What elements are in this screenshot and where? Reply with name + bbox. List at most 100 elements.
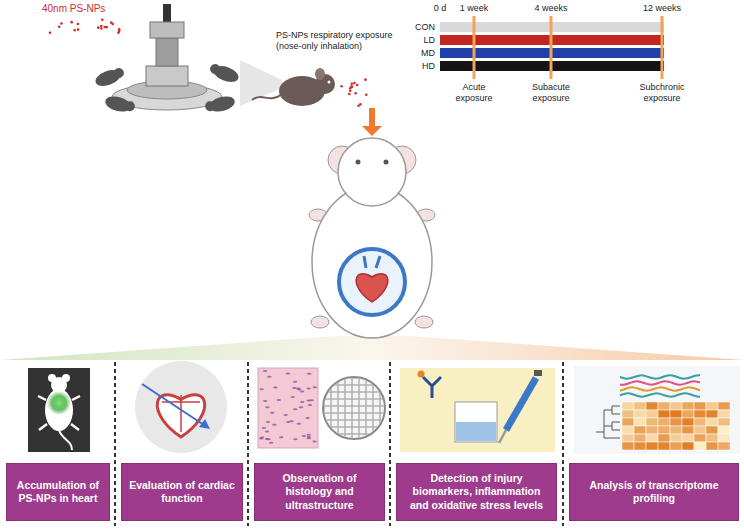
- time-marker: [473, 16, 476, 79]
- group-label: HD: [422, 61, 435, 72]
- phase-label: Acute exposure: [446, 82, 502, 104]
- heatmap-cell: [646, 426, 658, 434]
- pipette-tip: [499, 430, 506, 443]
- dna-strand: [620, 381, 700, 384]
- heatmap-cell: [658, 434, 670, 442]
- omics-panel: [574, 366, 740, 454]
- particle-dot: [77, 28, 80, 31]
- mouse-head: [124, 100, 136, 112]
- antigen: [418, 371, 425, 378]
- mouse-icon: [104, 94, 137, 115]
- nucleus: [305, 417, 309, 419]
- mouse-head: [209, 63, 222, 76]
- heatmap-cell: [694, 426, 706, 434]
- heatmap-cell: [682, 426, 694, 434]
- heatmap-cell: [658, 410, 670, 418]
- nucleus: [283, 414, 287, 416]
- nucleus: [265, 431, 269, 433]
- antibody: [423, 377, 441, 398]
- mouse-head: [338, 138, 406, 206]
- heatmap-cell: [622, 434, 634, 442]
- heatmap-cell: [646, 402, 658, 410]
- heatmap-cell: [646, 434, 658, 442]
- heatmap-cell: [694, 410, 706, 418]
- nucleus: [260, 437, 264, 439]
- nucleus: [292, 387, 296, 389]
- particle-dot: [60, 22, 63, 25]
- nucleus: [306, 434, 310, 436]
- mouse-body: [312, 186, 432, 338]
- annotation: 40nm PS-NPs: [42, 3, 105, 14]
- particle-dot: [354, 92, 357, 95]
- assay-panel: [400, 368, 555, 452]
- mouse-paw: [415, 316, 433, 328]
- group-label: CON: [415, 22, 435, 33]
- mouse-eye: [384, 160, 389, 165]
- nucleus: [307, 437, 311, 439]
- mouse-tail: [252, 94, 282, 100]
- method-text: Observation of histology and ultrastruct…: [261, 472, 378, 511]
- heatmap-cell: [718, 442, 730, 450]
- particle-dot: [100, 25, 103, 28]
- nucleus: [266, 421, 270, 423]
- heart-outline: [157, 395, 204, 437]
- flow-arrow-head: [362, 126, 382, 136]
- particle-dot: [77, 23, 80, 26]
- nucleus: [265, 438, 269, 440]
- nucleus: [267, 376, 271, 378]
- mouse-head: [204, 100, 216, 112]
- dashed-separator: [247, 362, 249, 526]
- nucleus: [259, 388, 263, 390]
- heatmap-cell: [646, 418, 658, 426]
- heatmap-cell: [670, 434, 682, 442]
- assay-well: [455, 402, 497, 442]
- grid-line: [322, 384, 386, 386]
- nucleus: [306, 387, 310, 389]
- heatmap-cell: [694, 434, 706, 442]
- exposed-mouse: [252, 68, 368, 107]
- mouse-ear: [48, 374, 56, 382]
- heatmap-cell: [634, 410, 646, 418]
- grid-line: [322, 377, 386, 379]
- grid-line: [379, 376, 381, 440]
- mouse-ear: [62, 374, 70, 382]
- nucleus: [263, 400, 267, 402]
- nucleus: [312, 441, 316, 443]
- imaged-mouse: [38, 374, 80, 450]
- heatmap-cell: [718, 418, 730, 426]
- nucleus: [277, 399, 281, 401]
- heatmap-cell: [706, 418, 718, 426]
- dendrogram: [596, 406, 620, 438]
- heatmap-cell: [670, 410, 682, 418]
- heatmap-cell: [682, 418, 694, 426]
- heatmap-cell: [622, 426, 634, 434]
- heatmap-cell: [718, 426, 730, 434]
- time-point: 12 weeks: [643, 3, 681, 14]
- time-marker: [661, 16, 664, 79]
- nucleus: [308, 404, 312, 406]
- nucleus: [293, 438, 297, 440]
- heatmap-cell: [682, 434, 694, 442]
- heatmap-cell: [718, 402, 730, 410]
- particle-dot: [111, 23, 114, 26]
- time-point: 1 week: [460, 3, 489, 14]
- nucleus: [290, 396, 294, 398]
- heatmap-cell: [634, 402, 646, 410]
- nucleus: [269, 442, 273, 444]
- nucleus: [299, 406, 303, 408]
- nucleus: [273, 386, 277, 388]
- echo-arrow-head: [199, 419, 210, 429]
- mouse-paw: [311, 316, 329, 328]
- particle-dot: [105, 26, 108, 29]
- heatmap-cell: [706, 426, 718, 434]
- heatmap-cell: [634, 426, 646, 434]
- method-text: Analysis of transcriptome profiling: [576, 479, 732, 505]
- method-text: Evaluation of cardiac function: [128, 479, 236, 505]
- heatmap-cell: [670, 442, 682, 450]
- nucleus: [289, 420, 293, 422]
- heatmap-cell: [658, 442, 670, 450]
- grid-lines: [322, 376, 386, 440]
- group-label: LD: [423, 35, 435, 46]
- particle-dot: [353, 82, 356, 85]
